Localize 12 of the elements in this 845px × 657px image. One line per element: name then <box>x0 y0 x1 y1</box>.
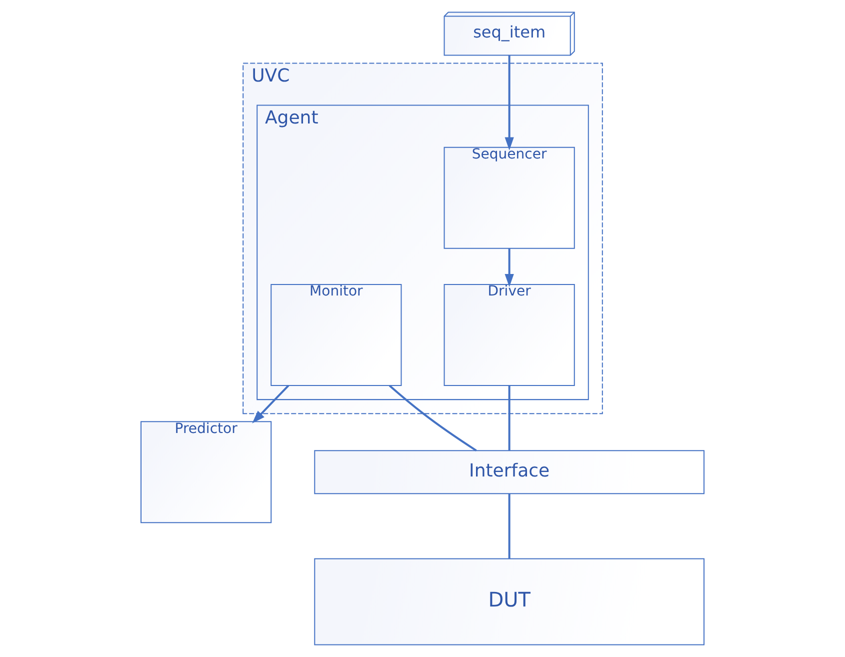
node-box: Driver <box>444 284 575 386</box>
connector <box>508 386 510 451</box>
arrow <box>504 248 514 288</box>
connector <box>388 384 477 452</box>
connector <box>508 494 510 559</box>
node-box: Sequencer <box>444 146 575 249</box>
arrow <box>252 384 290 424</box>
arrow <box>504 55 514 150</box>
node-box: DUT <box>314 558 704 646</box>
node-box: Interface <box>314 450 704 494</box>
node-box: Predictor <box>140 421 272 524</box>
node-box: Monitor <box>270 284 402 386</box>
